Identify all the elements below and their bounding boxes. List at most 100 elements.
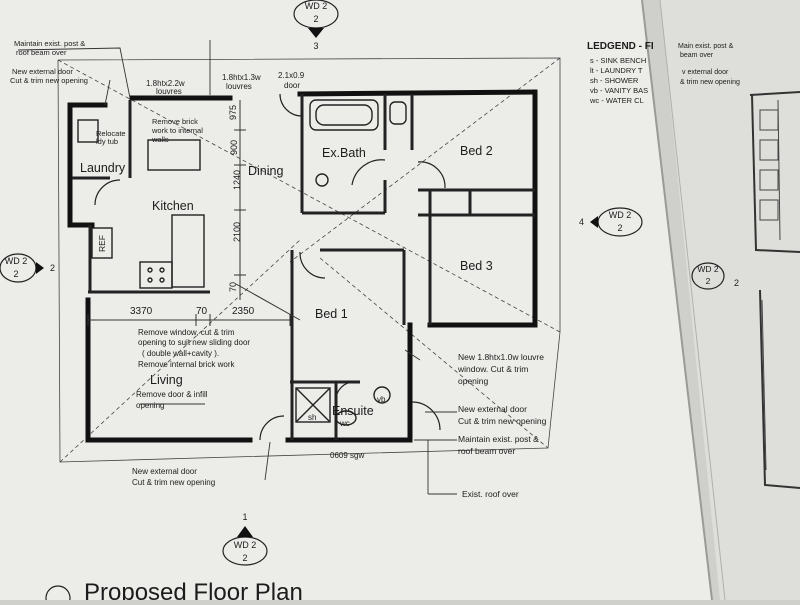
annotations-top-left: Maintain exist. post & roof beam over Ne… — [10, 39, 88, 85]
note-right-6: Maintain exist. post & — [458, 434, 539, 444]
dim-900: 900 — [229, 140, 239, 155]
side-note-2: beam over — [680, 52, 714, 59]
fixture-ref: REF — [97, 235, 107, 252]
note-window-3: ( double wall+cavity ). — [142, 349, 219, 358]
legend-item-4: vb - VANITY BAS — [590, 86, 648, 95]
louvre-2-type: louvres — [226, 82, 252, 91]
note-right-3: opening — [458, 376, 489, 386]
louvre-1-type: louvres — [156, 87, 182, 96]
opening-labels: 1.8htx2.2w louvres 1.8htx1.3w louvres 2.… — [146, 71, 364, 460]
door-1-size: 2.1x0.9 — [278, 71, 305, 80]
note-brick-1: Remove brick — [152, 117, 198, 126]
annotations-kitchen: Relocate ldy tub Remove brick work to in… — [96, 117, 203, 146]
marker-bottom-arrow: 1 — [242, 512, 247, 522]
room-labels: Laundry Kitchen Dining Ex.Bath Bed 2 Bed… — [80, 144, 493, 418]
section-marker-bottom: 1 WD 2 2 — [222, 512, 268, 566]
marker-right-arrow: 4 — [579, 217, 584, 227]
sgw-label: 0609 sgw — [330, 451, 364, 460]
sheet-edge-2 — [659, 0, 726, 601]
room-kitchen: Kitchen — [152, 199, 194, 213]
note-right-1: New 1.8htx1.0w louvre — [458, 352, 544, 362]
note-bottom-2: Cut & trim new opening — [132, 478, 215, 487]
side-marker-label: WD 2 — [697, 264, 719, 274]
room-bed1: Bed 1 — [315, 307, 348, 321]
note-window-4: Remove internal brick work — [138, 360, 235, 369]
dim-70-vertical: 70 — [228, 282, 238, 292]
note-tl-1: Maintain exist. post & — [14, 39, 85, 48]
side-marker-side: 2 — [734, 278, 739, 288]
door-1-type: door — [284, 81, 300, 90]
dim-2350: 2350 — [232, 306, 255, 317]
note-bottom-1: New external door — [132, 467, 197, 476]
room-ex-bath: Ex.Bath — [322, 146, 366, 160]
exterior-walls — [67, 89, 538, 443]
door-swings — [94, 93, 446, 441]
note-tl-4: Cut & trim new opening — [10, 76, 88, 85]
title-marker — [45, 585, 71, 605]
dim-3370: 3370 — [130, 306, 153, 317]
side-sheet: Main exist. post & beam over v external … — [678, 43, 800, 489]
side-marker-num: 2 — [706, 276, 711, 286]
marker-top-arrow: 3 — [313, 41, 318, 51]
note-brick-2: work to internal — [151, 126, 203, 135]
note-infill-2: opening — [136, 401, 164, 410]
louvre-1-size: 1.8htx2.2w — [146, 79, 185, 88]
legend-item-3: sh - SHOWER — [590, 76, 639, 85]
legend-item-2: lt - LAUNDRY T — [590, 66, 643, 75]
fixtures — [77, 99, 407, 426]
legend: LEDGEND - FIX s - SINK BENCH lt - LAUNDR… — [587, 41, 661, 105]
note-tl-3: New external door — [12, 67, 73, 76]
marker-left-side: 2 — [50, 263, 55, 273]
room-ensuite: Ensuite — [332, 404, 374, 418]
legend-title: LEDGEND - FIX — [587, 41, 661, 52]
note-right-5: Cut & trim new opening — [458, 416, 547, 426]
note-relocate-1: Relocate — [96, 129, 126, 138]
note-window-2: opening to suit new sliding door — [138, 338, 250, 347]
side-note-1: Main exist. post & — [678, 43, 734, 50]
note-brick-3: walls — [151, 135, 169, 144]
section-marker-right: WD 2 2 4 — [579, 207, 643, 237]
marker-right-num: 2 — [617, 223, 622, 233]
side-note-3: v external door — [682, 69, 729, 76]
note-infill-1: Remove door & infill — [136, 390, 208, 399]
legend-item-1: s - SINK BENCH — [590, 56, 646, 65]
note-relocate-2: ldy tub — [96, 137, 118, 146]
louvre-2-size: 1.8htx1.3w — [222, 73, 261, 82]
annotations-right: New 1.8htx1.0w louvre window. Cut & trim… — [457, 352, 547, 499]
leader-lines — [17, 40, 457, 495]
dim-70: 70 — [196, 306, 208, 317]
fixture-wc: wc — [339, 419, 350, 428]
dimension-lines — [87, 100, 301, 326]
room-dining: Dining — [248, 164, 283, 178]
section-marker-left: WD 2 2 2 — [0, 253, 55, 283]
side-note-4: & trim new opening — [680, 79, 740, 86]
annotations-living: Remove window, cut & trim opening to sui… — [132, 328, 250, 487]
note-window-1: Remove window, cut & trim — [138, 328, 235, 337]
note-right-7: roof beam over — [458, 446, 515, 456]
dim-2100: 2100 — [232, 222, 242, 242]
note-right-2: window. Cut & trim — [457, 364, 528, 374]
marker-right-label: WD 2 — [609, 210, 632, 220]
fixture-labels: REF sh wc vb — [97, 235, 386, 428]
marker-bottom-num: 2 — [242, 553, 247, 563]
room-bed2: Bed 2 — [460, 144, 493, 158]
dim-975: 975 — [228, 105, 238, 120]
room-bed3: Bed 3 — [460, 259, 493, 273]
marker-bottom-label: WD 2 — [234, 540, 257, 550]
room-laundry: Laundry — [80, 161, 126, 175]
interior-walls — [72, 94, 535, 440]
plan-title: Proposed Floor Plan — [84, 579, 303, 600]
legend-item-5: wc - WATER CL — [589, 96, 644, 105]
marker-top-num: 2 — [313, 14, 318, 24]
note-right-4: New external door — [458, 404, 527, 414]
sheet-edge — [641, 0, 713, 601]
note-roof: Exist. roof over — [462, 489, 519, 499]
marker-top-label: WD 2 — [305, 1, 328, 11]
fixture-sh: sh — [308, 413, 316, 422]
section-marker-top: WD 2 2 3 — [293, 0, 339, 51]
room-living: Living — [150, 373, 183, 387]
note-tl-2: roof beam over — [16, 48, 67, 57]
dim-1240: 1240 — [232, 170, 242, 190]
fixture-vb: vb — [377, 395, 386, 404]
